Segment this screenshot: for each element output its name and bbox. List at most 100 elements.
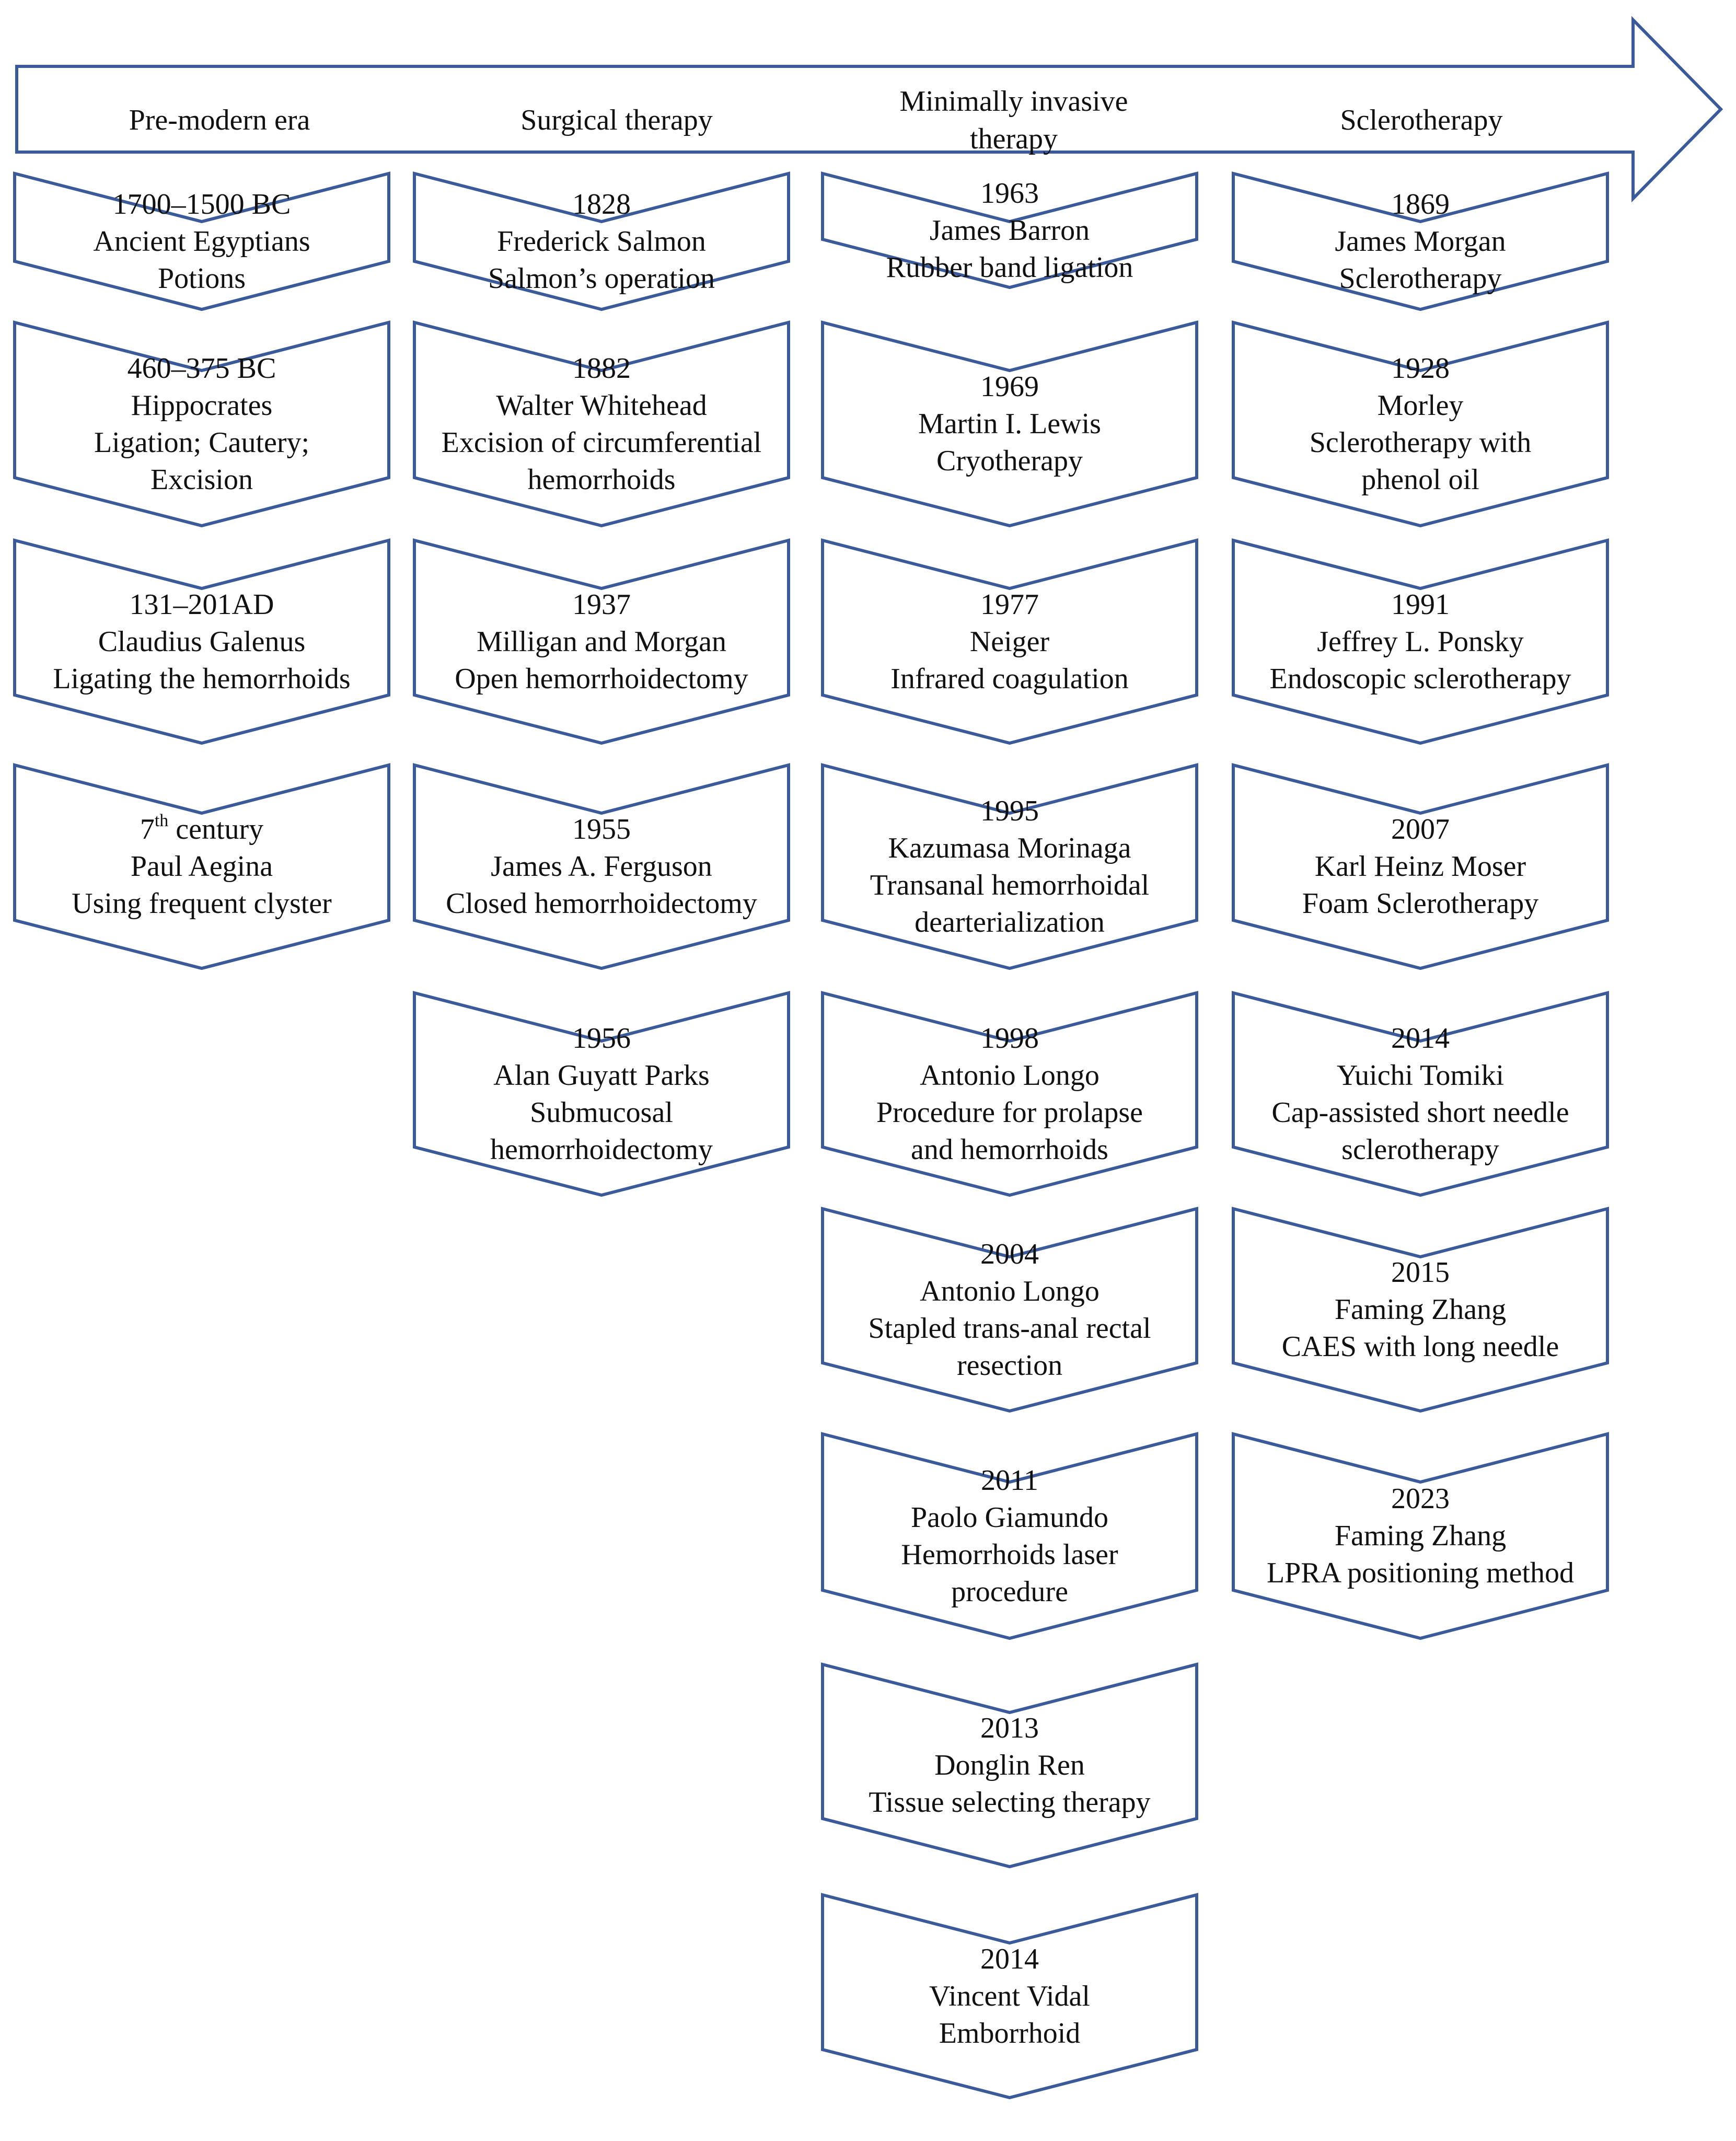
- event-method: Emborrhoid: [939, 2017, 1081, 2050]
- chevron-box-surgical-0: [413, 171, 790, 311]
- event-method-line-1: and hemorrhoids: [911, 1133, 1108, 1166]
- event-method: Tissue selecting therapy: [869, 1786, 1151, 1819]
- event-year: 1991: [1391, 588, 1450, 621]
- chevron-box-sclerotherapy-3: [1232, 763, 1609, 970]
- event-method-line-0: Submucosal: [530, 1096, 673, 1129]
- event-method: Potions: [157, 262, 246, 295]
- event-year: 1882: [572, 352, 631, 385]
- chevron-box-surgical-1: [413, 320, 790, 528]
- event-method: Salmon’s operation: [488, 262, 715, 295]
- era-title-surgical: Surgical therapy: [520, 104, 713, 136]
- chevron-box-minimally-invasive-5: [821, 1207, 1198, 1413]
- chevron-box-surgical-4: [413, 991, 790, 1197]
- chevron-box-sclerotherapy-1: [1232, 320, 1609, 528]
- event-method-line-0: Excision of circumferential: [441, 426, 762, 459]
- event-person: Antonio Longo: [920, 1275, 1100, 1307]
- event-person: Walter Whitehead: [496, 389, 707, 422]
- event-method: CAES with long needle: [1281, 1330, 1559, 1363]
- event-year: 2004: [980, 1237, 1039, 1270]
- event-person: Frederick Salmon: [497, 225, 706, 258]
- event-method: Infrared coagulation: [890, 662, 1129, 695]
- event-person: Milligan and Morgan: [476, 625, 727, 658]
- chevron-box-minimally-invasive-7: [821, 1662, 1198, 1869]
- event-year: 1869: [1391, 188, 1450, 221]
- event-method-line-0: Sclerotherapy with: [1309, 426, 1532, 459]
- event-person: Karl Heinz Moser: [1314, 850, 1526, 883]
- event-method: Rubber band ligation: [886, 251, 1133, 284]
- event-year: 1928: [1391, 352, 1450, 385]
- event-method: Cryotherapy: [936, 445, 1083, 477]
- event-year: 1700–1500 BC: [112, 188, 291, 221]
- event-method-line-0: Ligation; Cautery;: [94, 426, 310, 459]
- event-year: 1956: [572, 1022, 631, 1055]
- timeline-arrow: [15, 16, 1723, 203]
- chevron-box-minimally-invasive-4: [821, 991, 1198, 1197]
- chevron-box-sclerotherapy-6: [1232, 1432, 1609, 1640]
- event-person: Faming Zhang: [1334, 1520, 1507, 1552]
- chevron-box-minimally-invasive-0: [821, 171, 1198, 290]
- event-year: 2014: [1391, 1022, 1450, 1055]
- event-person: Claudius Galenus: [98, 625, 306, 658]
- event-person: James A. Ferguson: [491, 850, 712, 883]
- chevron-box-sclerotherapy-5: [1232, 1207, 1609, 1413]
- era-title-pre-modern: Pre-modern era: [129, 104, 310, 136]
- event-person: Alan Guyatt Parks: [493, 1059, 710, 1092]
- event-year: 1969: [980, 371, 1039, 403]
- event-person: Morley: [1377, 389, 1464, 422]
- event-year: 2023: [1391, 1483, 1450, 1515]
- event-year: 1995: [980, 794, 1039, 827]
- era-title-sclerotherapy: Sclerotherapy: [1340, 104, 1503, 136]
- chevron-box-minimally-invasive-6: [821, 1432, 1198, 1640]
- event-method-line-1: dearterialization: [915, 906, 1105, 939]
- chevron-box-sclerotherapy-2: [1232, 538, 1609, 745]
- chevron-box-minimally-invasive-3: [821, 763, 1198, 970]
- event-method-line-1: procedure: [951, 1575, 1068, 1608]
- event-year: 131–201AD: [129, 588, 274, 621]
- event-method-line-0: Stapled trans-anal rectal: [868, 1312, 1151, 1345]
- event-method-line-1: hemorrhoidectomy: [490, 1133, 713, 1166]
- event-method: Using frequent clyster: [72, 887, 332, 920]
- chevron-box-minimally-invasive-2: [821, 538, 1198, 745]
- event-method-line-1: sclerotherapy: [1341, 1133, 1499, 1166]
- event-year: 1998: [980, 1022, 1039, 1055]
- event-method-line-1: Excision: [151, 463, 253, 496]
- event-year: 1955: [572, 813, 631, 846]
- event-person: Martin I. Lewis: [918, 408, 1101, 440]
- event-person: Vincent Vidal: [929, 1980, 1090, 2012]
- event-year: 1937: [572, 588, 631, 621]
- chevron-box-pre-modern-2: [13, 538, 390, 745]
- event-year: 1963: [980, 177, 1039, 210]
- event-person: Faming Zhang: [1334, 1293, 1507, 1326]
- event-year: 1977: [980, 588, 1039, 621]
- event-person: Donglin Ren: [934, 1749, 1085, 1781]
- event-year: 2014: [980, 1942, 1039, 1975]
- event-year: 2015: [1391, 1256, 1450, 1289]
- event-year: 2011: [981, 1464, 1038, 1497]
- event-method: Endoscopic sclerotherapy: [1269, 662, 1571, 695]
- event-year: 2013: [980, 1712, 1039, 1744]
- era-title-minimally-invasive: Minimally invasive therapy: [899, 85, 1128, 155]
- event-method: Sclerotherapy: [1339, 262, 1502, 295]
- event-person: Jeffrey L. Ponsky: [1317, 625, 1524, 658]
- event-method: Foam Sclerotherapy: [1302, 887, 1539, 920]
- event-method: Ligating the hemorrhoids: [53, 662, 351, 695]
